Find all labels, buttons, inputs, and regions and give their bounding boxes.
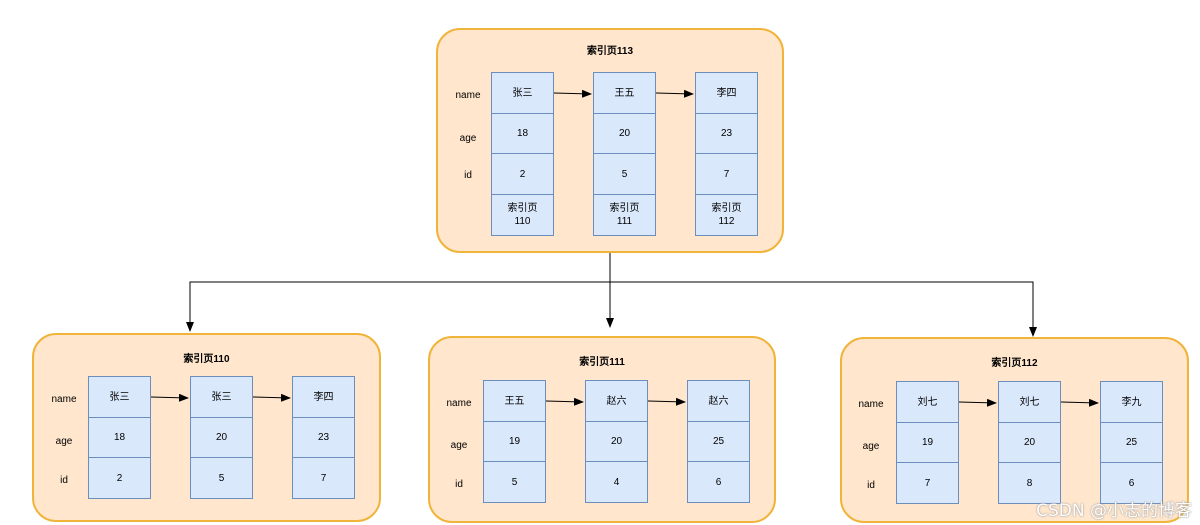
next-entry-arrow [252, 393, 291, 402]
sibling-links [150, 393, 291, 402]
sibling-links [545, 397, 686, 406]
row-label-name: name [446, 398, 472, 409]
key-cell-id: 7 [292, 457, 355, 499]
row-label-name: name [51, 394, 77, 405]
key-cell-age: 20 [998, 422, 1061, 463]
row-label-age: age [459, 133, 477, 144]
next-entry-arrow [150, 393, 189, 402]
key-cell-age: 20 [593, 113, 656, 154]
next-entry-arrow [655, 89, 694, 98]
index-page-113: 索引页113 name age id 张三 18 2 索引页 110 王五 20… [436, 28, 784, 253]
next-entry-arrow [1060, 398, 1099, 407]
child-pointer-cell: 索引页 110 [491, 194, 554, 236]
next-entry-arrow [647, 397, 686, 406]
key-cell-age: 20 [190, 417, 253, 458]
next-entry-arrow [545, 397, 584, 406]
page-title: 索引页110 [183, 354, 230, 365]
key-cell-name: 李四 [695, 72, 758, 114]
next-entry-arrow [958, 398, 997, 407]
key-cell-id: 6 [687, 461, 750, 503]
index-page-112: 索引页112 name age id 刘七 19 7 刘七 20 8 李九 25… [840, 337, 1189, 523]
key-cell-id: 8 [998, 462, 1061, 504]
page-title: 索引页112 [991, 358, 1038, 369]
key-cell-name: 赵六 [585, 380, 648, 422]
row-label-id: id [867, 480, 875, 491]
sibling-links [958, 398, 1099, 407]
key-cell-id: 5 [483, 461, 546, 503]
key-cell-name: 王五 [593, 72, 656, 114]
row-label-age: age [862, 441, 880, 452]
sibling-links [553, 89, 694, 98]
key-cell-name: 李四 [292, 376, 355, 418]
key-cell-name: 王五 [483, 380, 546, 422]
page-title: 索引页111 [579, 357, 625, 368]
row-label-id: id [455, 479, 463, 490]
key-cell-name: 张三 [190, 376, 253, 418]
row-label-id: id [60, 475, 68, 486]
tree-edge-root-to-page112 [610, 281, 1037, 337]
key-cell-id: 7 [896, 462, 959, 504]
key-cell-name: 张三 [88, 376, 151, 418]
key-cell-name: 张三 [491, 72, 554, 114]
key-cell-id: 6 [1100, 462, 1163, 504]
row-label-name: name [455, 90, 481, 101]
row-label-name: name [858, 399, 884, 410]
next-entry-arrow [553, 89, 592, 98]
child-pointer-cell: 索引页 112 [695, 194, 758, 236]
watermark: CSDN @小志的博客 [1036, 501, 1192, 521]
key-cell-id: 4 [585, 461, 648, 503]
row-label-age: age [55, 436, 73, 447]
row-label-age: age [450, 440, 468, 451]
key-cell-id: 7 [695, 153, 758, 195]
tree-edge-root-to-page110 [186, 253, 611, 332]
index-page-110: 索引页110 name age id 张三 18 2 张三 20 5 李四 23… [32, 333, 381, 522]
key-cell-name: 刘七 [998, 381, 1061, 423]
row-label-id: id [464, 170, 472, 181]
index-page-111: 索引页111 name age id 王五 19 5 赵六 20 4 赵六 25… [428, 336, 776, 523]
key-cell-age: 23 [695, 113, 758, 154]
key-cell-id: 2 [88, 457, 151, 499]
child-pointer-cell: 索引页 111 [593, 194, 656, 236]
key-cell-age: 19 [483, 421, 546, 462]
key-cell-id: 5 [190, 457, 253, 499]
page-title: 索引页113 [586, 46, 634, 57]
